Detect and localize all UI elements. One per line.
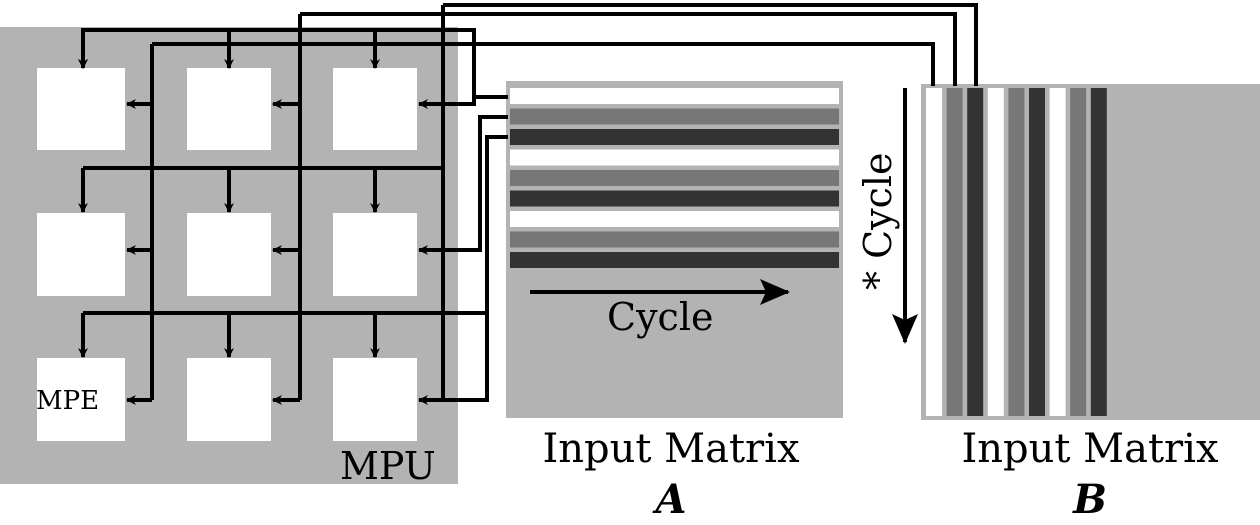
matrix-b-cycle-label: * Cycle <box>856 152 900 290</box>
matrix-a-row-stripe <box>510 108 839 125</box>
matrix-b-column-stripe <box>1029 88 1045 416</box>
wire-a-feed3 <box>458 135 508 402</box>
matrix-b-column-stripe <box>1008 88 1025 416</box>
matrix-a-row-stripe <box>510 129 839 145</box>
pe-r3-c3 <box>333 358 417 441</box>
pe-r1-c2 <box>187 68 271 150</box>
matrix-b-column-stripe <box>1049 88 1066 416</box>
wires <box>78 3 978 405</box>
matrix-b-column-stripe <box>946 88 963 416</box>
matrix-a-row-stripe <box>510 190 839 207</box>
matrix-a-row-stripe <box>510 88 839 104</box>
wire-b-feed2 <box>300 12 957 86</box>
mpu-label: MPU <box>340 444 436 488</box>
matrix-b-column-stripe <box>926 88 942 416</box>
matrix-b-symbol: B <box>1072 476 1107 523</box>
matrix-a-title: Input Matrix <box>542 426 800 472</box>
pe-grid <box>37 68 417 441</box>
pe-r2-c1 <box>37 213 125 296</box>
matrix-a-row-stripes <box>510 88 839 268</box>
matrix-a-row-stripe <box>510 170 839 186</box>
pe-r2-c3 <box>333 213 417 296</box>
wire-a-feed1 <box>458 95 508 106</box>
matrix-b-column-stripe <box>1070 88 1087 416</box>
pe-r3-c1 <box>37 358 125 441</box>
pe-r1-c3 <box>333 68 417 150</box>
wire-b-feed3 <box>443 3 978 86</box>
wire-b-feed1 <box>152 42 935 86</box>
matrix-a-row-stripe <box>510 231 839 248</box>
matrix-a-cycle-label: Cycle <box>607 295 713 339</box>
matrix-b-column-stripes <box>926 88 1107 416</box>
mpe-label: MPE <box>36 386 99 416</box>
matrix-a-row-stripe <box>510 149 839 166</box>
pe-r1-c1 <box>37 68 125 150</box>
wire-a-feed2 <box>458 115 508 252</box>
matrix-b-column-stripe <box>987 88 1004 416</box>
matrix-b-title: Input Matrix <box>961 426 1219 472</box>
pe-r3-c2 <box>187 358 271 441</box>
matrix-b-column-stripe <box>1090 88 1107 416</box>
matrix-b-column-stripe <box>967 88 984 416</box>
matrix-a-symbol: A <box>651 476 686 523</box>
matrix-a-row-stripe <box>510 252 839 268</box>
pe-r2-c2 <box>187 213 271 296</box>
matrix-a-row-stripe <box>510 211 839 227</box>
